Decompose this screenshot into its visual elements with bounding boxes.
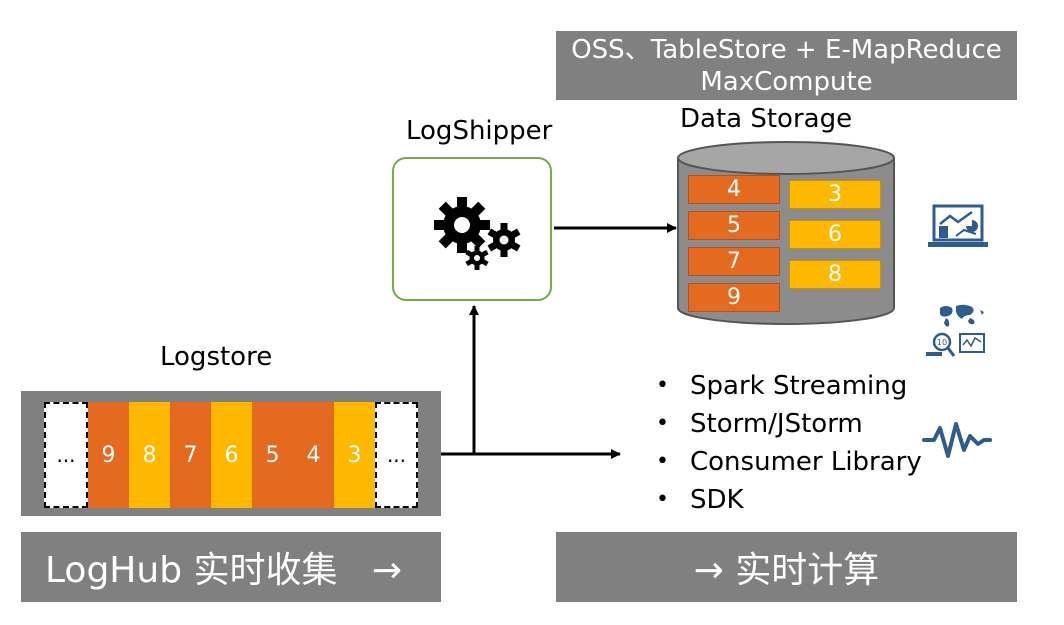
logshipper-title: LogShipper (406, 116, 553, 146)
svg-text:10: 10 (937, 338, 947, 347)
realtime-compute-banner-label: → 实时计算 (693, 550, 880, 591)
storage-block-orange: 4 (688, 175, 780, 204)
world-map-data-icon: 10 (926, 304, 985, 357)
logshipper-box (392, 157, 552, 301)
consumer-list: Spark Streaming Storm/JStorm Consumer Li… (656, 367, 922, 519)
logstore-cell: 6 (211, 402, 252, 508)
logstore-cell: 7 (170, 402, 211, 508)
storage-block-orange: 7 (688, 247, 780, 276)
logstore-cell: 5 (252, 402, 293, 508)
storage-block-orange: 9 (688, 283, 780, 312)
logstore-ellipsis-cell: ... (375, 402, 418, 508)
storage-block-yellow: 8 (789, 260, 881, 289)
logstore-cell: 9 (88, 402, 129, 508)
storage-left-column: 4 5 7 9 (688, 175, 782, 315)
storage-block-yellow: 6 (789, 220, 881, 249)
loghub-banner-label: LogHub 实时收集 → (45, 550, 402, 591)
storage-banner-line1: OSS、TableStore + E-MapReduce (571, 35, 1002, 65)
list-item: Consumer Library (656, 443, 922, 481)
storage-right-column: 3 6 8 (789, 180, 883, 290)
gears-icon (434, 197, 521, 270)
data-storage-title: Data Storage (680, 104, 853, 134)
storage-block-orange: 5 (688, 211, 780, 240)
list-item: Storm/JStorm (656, 405, 922, 443)
logstore-title: Logstore (160, 342, 273, 372)
waveform-icon (922, 422, 992, 458)
storage-block-yellow: 3 (789, 180, 881, 209)
list-item: SDK (656, 481, 922, 519)
logstore-cell: 8 (129, 402, 170, 508)
analytics-laptop-icon (928, 204, 988, 247)
storage-banner-line2: MaxCompute (700, 67, 873, 97)
realtime-compute-banner: → 实时计算 (556, 532, 1017, 602)
list-item: Spark Streaming (656, 367, 922, 405)
logstore-cell: 4 (293, 402, 334, 508)
storage-systems-banner: OSS、TableStore + E-MapReduce MaxCompute (556, 31, 1017, 100)
logstore-cell: 3 (334, 402, 375, 508)
loghub-banner: LogHub 实时收集 → (21, 532, 441, 602)
logstore-ellipsis-cell: ... (44, 402, 88, 508)
